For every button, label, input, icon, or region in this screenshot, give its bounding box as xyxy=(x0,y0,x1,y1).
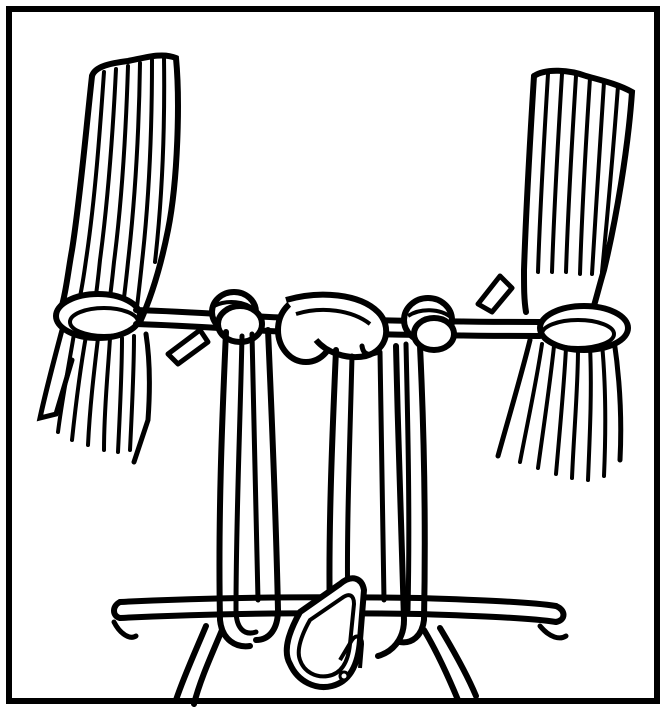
left-wrap-coil xyxy=(56,294,140,338)
right-wrap-coil xyxy=(540,306,628,350)
